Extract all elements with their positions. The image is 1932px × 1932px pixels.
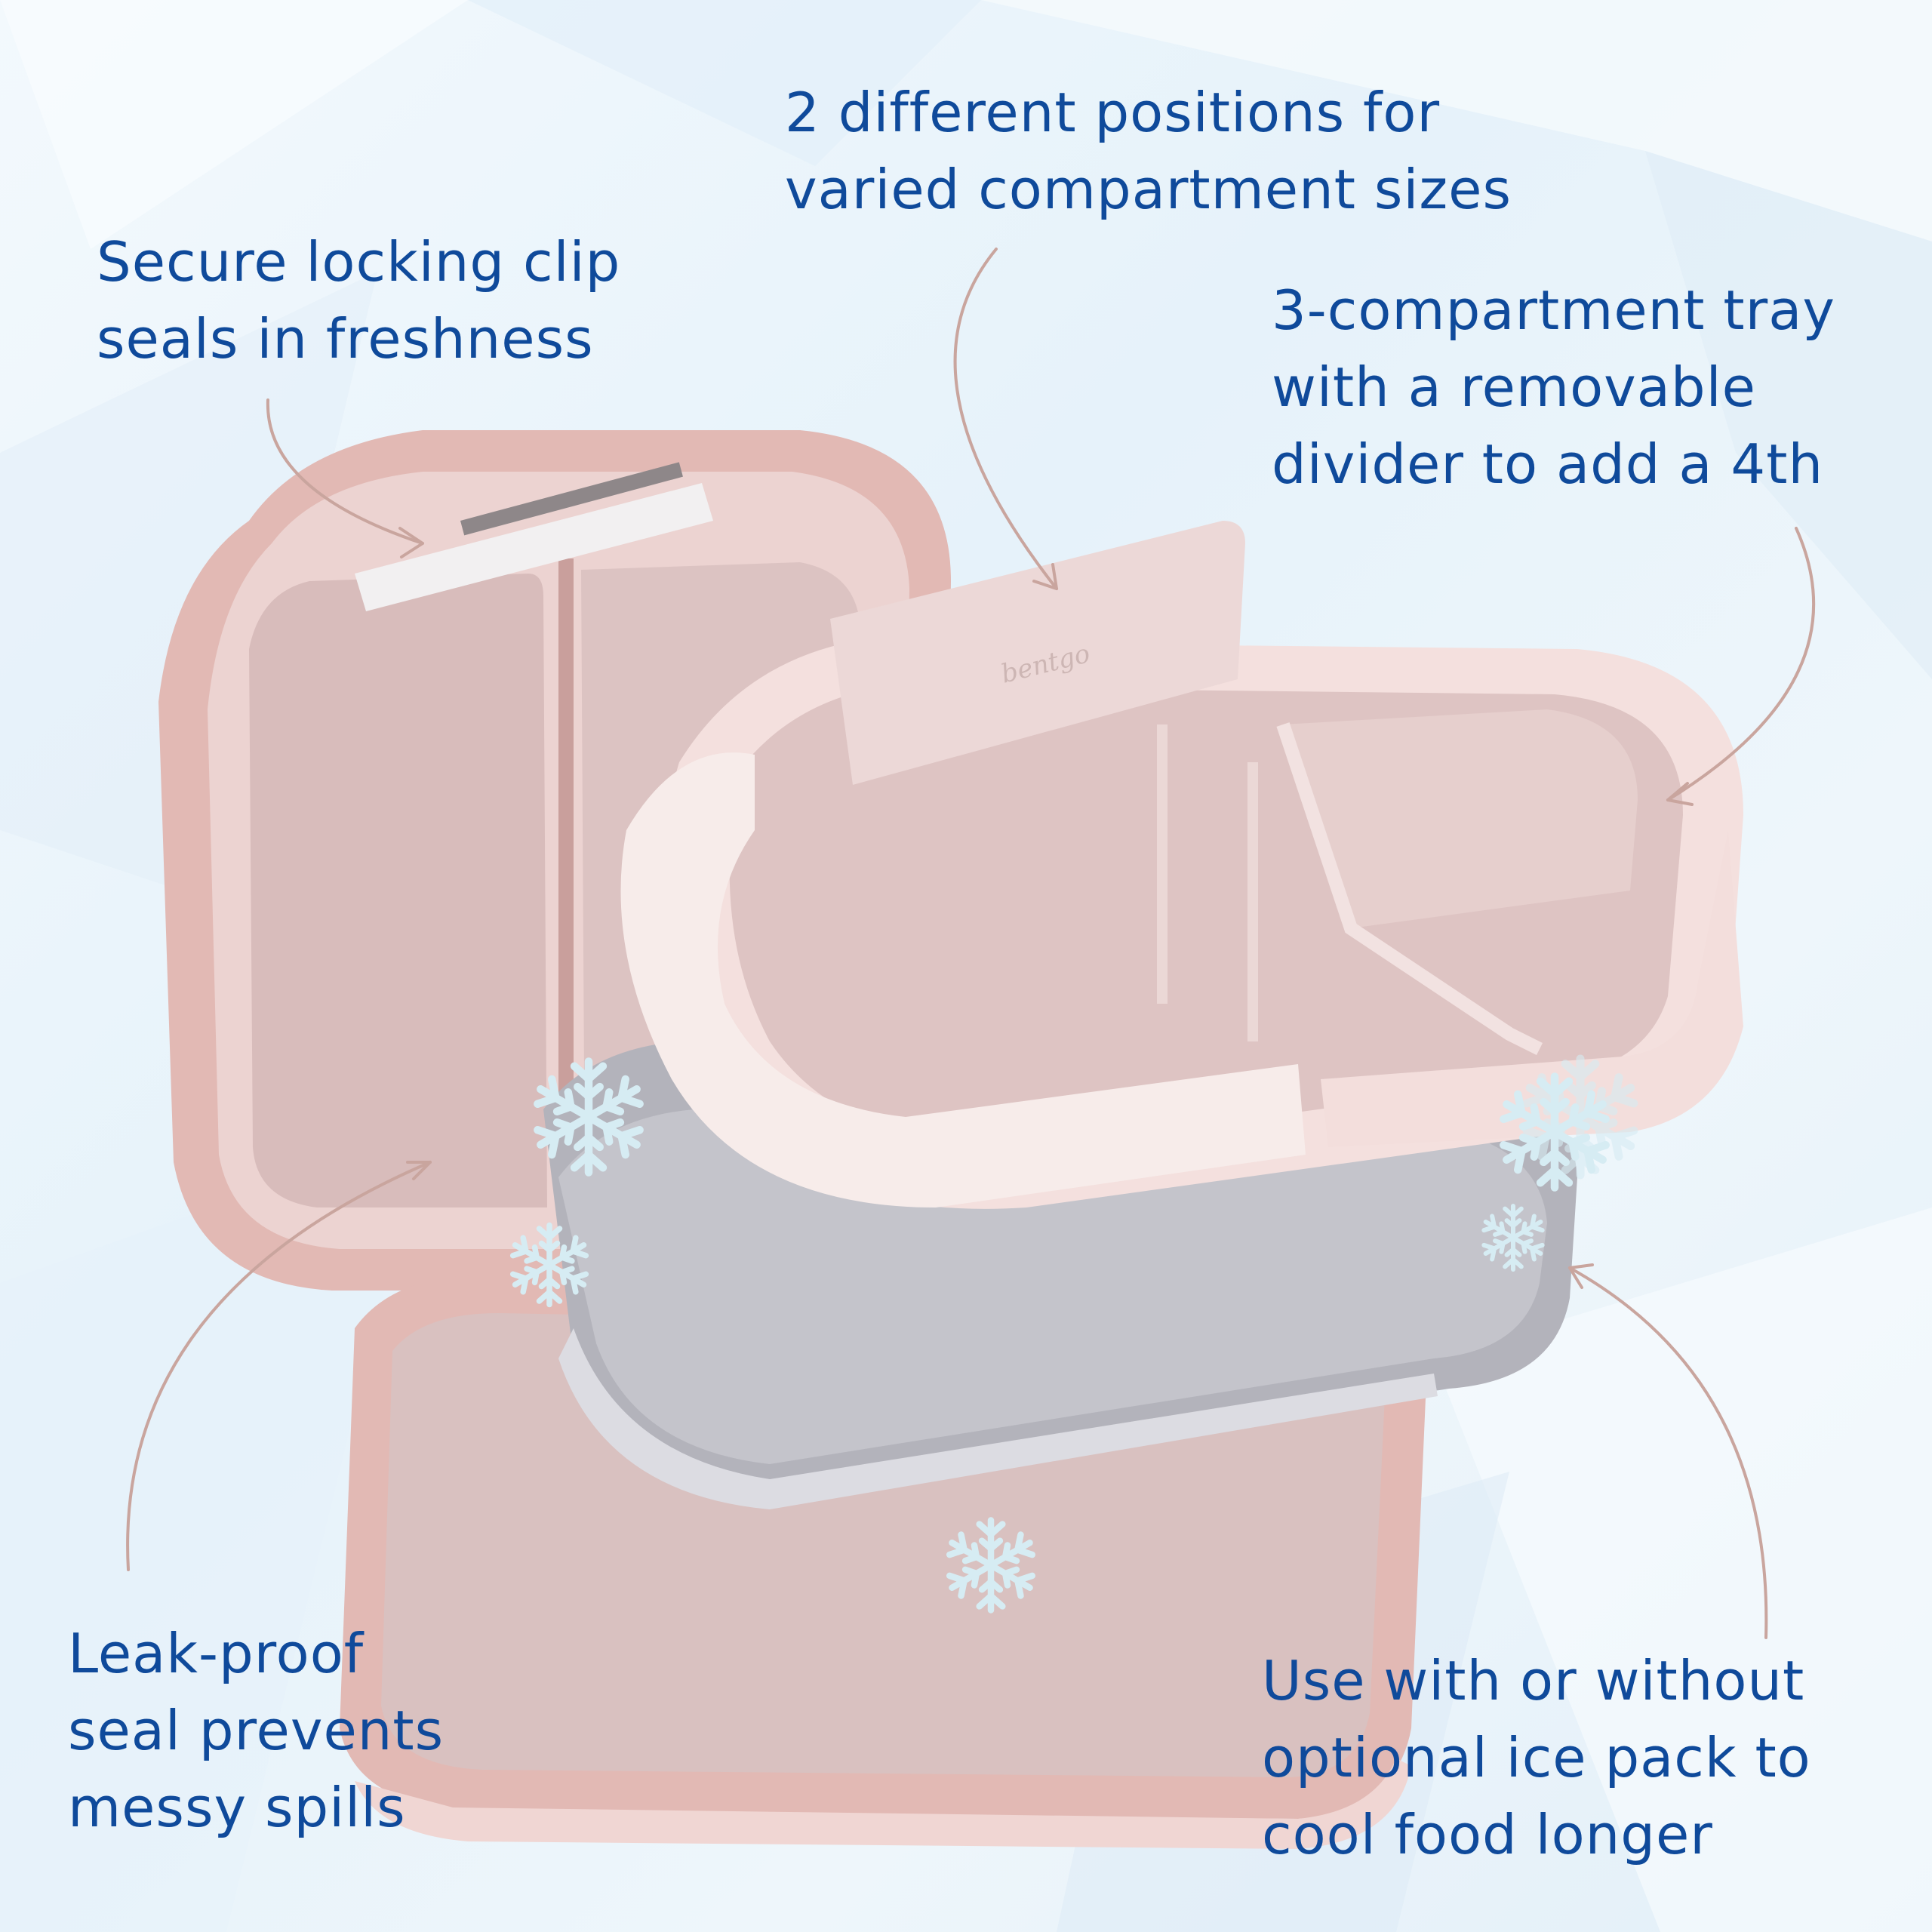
callout-line: cool food longer (1262, 1803, 1713, 1866)
callout-line: 2 different positions for (785, 81, 1441, 144)
callout-line: divider to add a 4th (1272, 432, 1824, 496)
callout-leak-proof: Leak-proof seal prevents messy spills (68, 1615, 444, 1846)
callout-locking-clip: Secure locking clip seals in freshness (97, 223, 620, 377)
callout-ice-pack: Use with or without optional ice pack to… (1262, 1642, 1811, 1873)
callout-line: Leak-proof (68, 1622, 365, 1685)
callout-line: seal prevents (68, 1699, 445, 1762)
callout-line: varied compartment sizes (785, 158, 1512, 221)
callout-line: Use with or without (1262, 1649, 1805, 1712)
callout-divider-positions: 2 different positions for varied compart… (785, 74, 1512, 228)
callout-line: optional ice pack to (1262, 1726, 1811, 1789)
callout-compartment-tray: 3-compartment tray with a removable divi… (1272, 272, 1835, 503)
callout-line: 3-compartment tray (1272, 278, 1835, 342)
callout-line: seals in freshness (97, 307, 594, 371)
callout-line: Secure locking clip (97, 230, 621, 294)
callout-line: with a removable (1272, 355, 1756, 419)
callout-line: messy spills (68, 1776, 406, 1839)
